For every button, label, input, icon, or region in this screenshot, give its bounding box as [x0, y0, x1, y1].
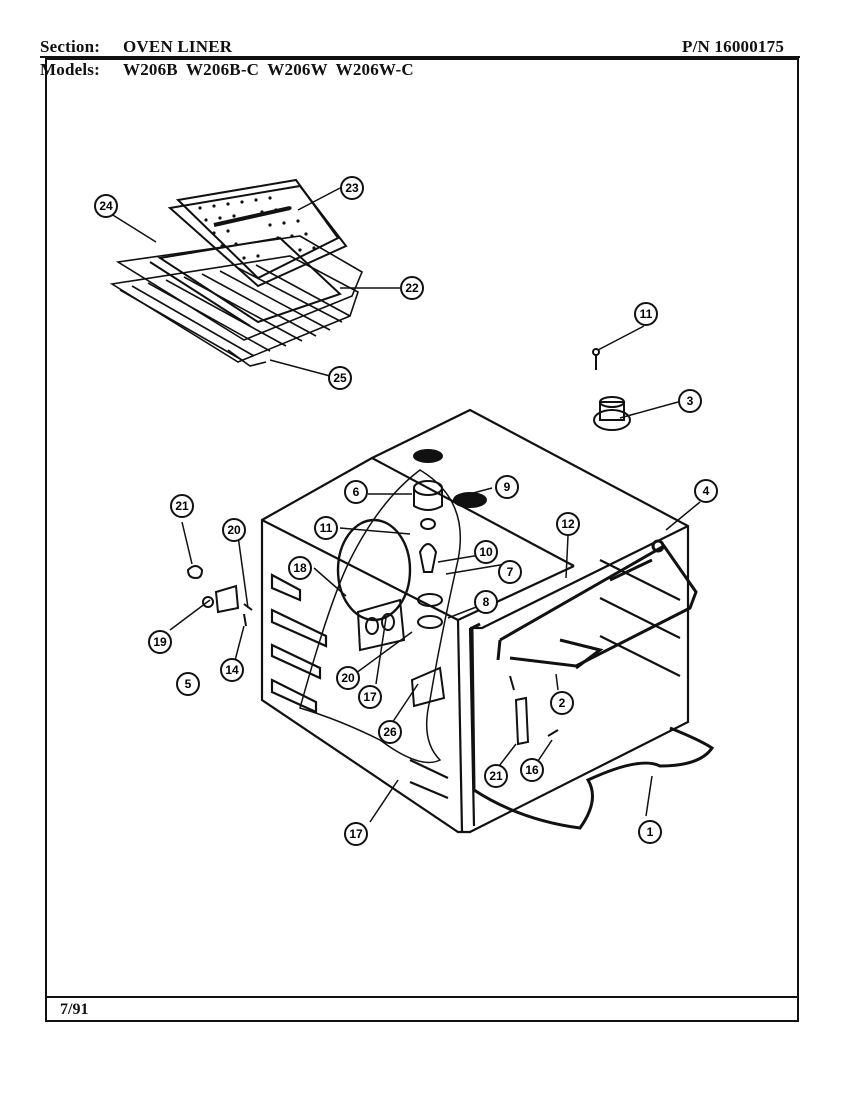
callout-16: 16: [520, 758, 544, 782]
callout-25: 25: [328, 366, 352, 390]
svg-text:25: 25: [333, 371, 347, 385]
callout-10: 10: [474, 540, 498, 564]
svg-text:3: 3: [687, 394, 694, 408]
revision-date: 7/91: [60, 1001, 89, 1018]
callout-19: 19: [148, 630, 172, 654]
callout-6: 6: [344, 480, 368, 504]
callout-17a: 17: [344, 822, 368, 846]
callout-1: 1: [638, 820, 662, 844]
callout-18: 18: [288, 556, 312, 580]
callout-17b: 17: [358, 685, 382, 709]
svg-text:20: 20: [227, 523, 241, 537]
callout-21a: 21: [170, 494, 194, 518]
svg-text:19: 19: [153, 635, 167, 649]
callout-11a: 11: [634, 302, 658, 326]
svg-text:17: 17: [363, 690, 377, 704]
callout-5: 5: [176, 672, 200, 696]
heating-elements: [470, 539, 715, 830]
callout-8: 8: [474, 590, 498, 614]
svg-text:23: 23: [345, 181, 359, 195]
svg-text:24: 24: [99, 199, 113, 213]
svg-text:10: 10: [479, 545, 493, 559]
svg-text:21: 21: [489, 769, 503, 783]
svg-text:20: 20: [341, 671, 355, 685]
svg-text:5: 5: [185, 677, 192, 691]
svg-text:7: 7: [507, 565, 514, 579]
svg-text:6: 6: [353, 485, 360, 499]
callout-12: 12: [556, 512, 580, 536]
svg-text:26: 26: [383, 725, 397, 739]
callout-26: 26: [378, 720, 402, 744]
svg-text:21: 21: [175, 499, 189, 513]
svg-text:12: 12: [561, 517, 575, 531]
callout-14: 14: [220, 658, 244, 682]
callout-11b: 11: [314, 516, 338, 540]
fasteners: [186, 348, 631, 746]
svg-text:17: 17: [349, 827, 363, 841]
svg-text:11: 11: [320, 521, 333, 535]
callout-20b: 20: [336, 666, 360, 690]
callout-4: 4: [694, 479, 718, 503]
callout-2: 2: [550, 691, 574, 715]
svg-text:11: 11: [640, 307, 653, 321]
callout-20a: 20: [222, 518, 246, 542]
callout-23: 23: [340, 176, 364, 200]
svg-text:16: 16: [525, 763, 539, 777]
svg-text:14: 14: [225, 663, 239, 677]
svg-text:8: 8: [483, 595, 490, 609]
svg-text:9: 9: [504, 480, 511, 494]
callout-21b: 21: [484, 764, 508, 788]
part-number: P/N 16000175: [682, 37, 785, 56]
svg-text:18: 18: [293, 561, 307, 575]
callout-22: 22: [400, 276, 424, 300]
diagram-frame: [40, 56, 800, 1022]
section-label: Section:: [40, 37, 101, 56]
svg-text:4: 4: [703, 484, 710, 498]
svg-text:22: 22: [405, 281, 419, 295]
callout-9: 9: [495, 475, 519, 499]
oven-light-assembly: [336, 449, 487, 708]
callout-3: 3: [678, 389, 702, 413]
models-value: W206B W206B-C W206W W206W-C: [123, 60, 414, 79]
svg-text:1: 1: [647, 825, 654, 839]
section-value: OVEN LINER: [123, 37, 233, 56]
models-label: Models:: [40, 60, 100, 79]
oven-racks: [109, 235, 364, 367]
callouts: 1 2 3 4 5 6 7 8 9 10 11 11 12 14 16 17 1…: [94, 176, 718, 846]
svg-text:2: 2: [559, 696, 566, 710]
callout-24: 24: [94, 194, 118, 218]
callout-7: 7: [498, 560, 522, 584]
